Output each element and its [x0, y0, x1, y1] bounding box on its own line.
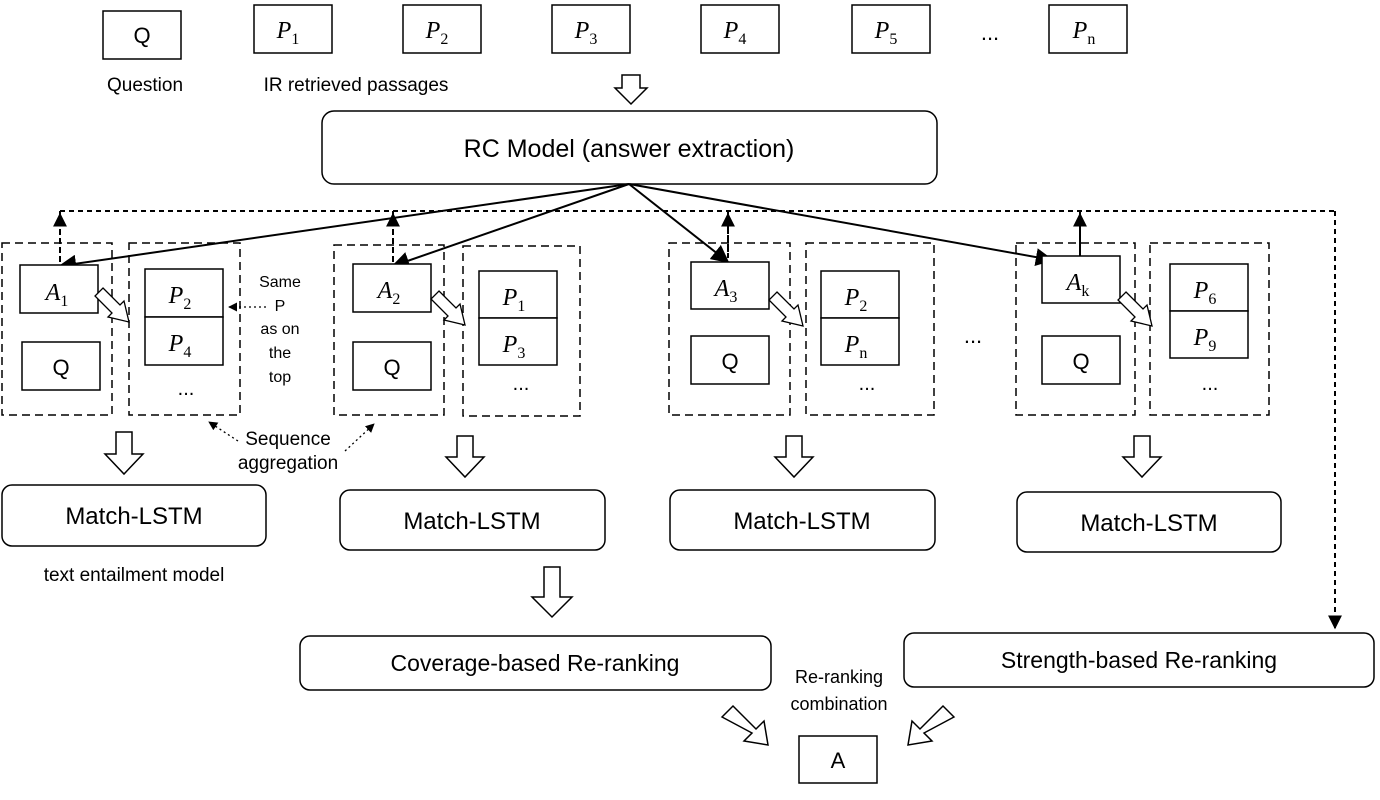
- passage-box-n: Pn: [1048, 4, 1128, 54]
- passage-box-4: P4: [700, 4, 780, 54]
- svg-text:Pn: Pn: [1072, 18, 1096, 48]
- passage-box-5: P5: [851, 4, 931, 54]
- group-k-question: Q: [1072, 349, 1089, 374]
- rc-model-box: RC Model (answer extraction): [321, 110, 938, 185]
- svg-text:aggregation: aggregation: [238, 453, 338, 474]
- svg-text:Re-ranking: Re-ranking: [795, 667, 883, 687]
- group-3-passage-2: Pn: [844, 332, 868, 362]
- group-k: Ak Q P6 P9 ...: [1015, 242, 1270, 416]
- passage-box-2: P2: [402, 4, 482, 54]
- svg-text:top: top: [269, 369, 291, 386]
- coverage-reranking-label: Coverage-based Re-ranking: [391, 650, 680, 676]
- group-k-ellipsis: ...: [1202, 373, 1219, 395]
- svg-text:Sequence: Sequence: [245, 429, 331, 450]
- group-k-passage-2: P9: [1193, 325, 1217, 355]
- answer-a2: A2: [376, 278, 401, 308]
- svg-text:Match-LSTM: Match-LSTM: [1080, 510, 1217, 537]
- group-k-passage-1: P6: [1193, 278, 1217, 308]
- group-1-passage-1: P2: [168, 283, 192, 313]
- group-1: A1 Q P2 P4 ...: [1, 242, 241, 416]
- svg-text:P4: P4: [723, 18, 747, 48]
- svg-text:P2: P2: [425, 18, 449, 48]
- group-2: A2 Q P1 P3 ...: [333, 244, 581, 417]
- same-p-annotation: Same P as on the top: [259, 274, 301, 386]
- group-2-question: Q: [383, 355, 400, 380]
- svg-text:Match-LSTM: Match-LSTM: [65, 503, 202, 530]
- answer-ak: Ak: [1065, 270, 1090, 300]
- answer-a1: A1: [44, 280, 69, 310]
- rc-to-answer-arrows: [58, 183, 1054, 273]
- group-2-passage-2: P3: [502, 332, 526, 362]
- group-3: A3 Q P2 Pn ...: [668, 242, 935, 416]
- sequence-aggregation-dotted-arrows: [208, 421, 375, 452]
- svg-text:P3: P3: [574, 18, 598, 48]
- down-arrow-to-rc-model: [613, 74, 649, 106]
- group-1-hollow-arrow: [94, 287, 130, 323]
- svg-text:the: the: [269, 345, 291, 362]
- group-3-passage-1: P2: [844, 285, 868, 315]
- down-arrow-to-coverage: [530, 566, 574, 619]
- group-3-question: Q: [721, 349, 738, 374]
- group-1-question: Q: [52, 355, 69, 380]
- groups-ellipsis: ...: [964, 323, 982, 348]
- svg-text:Match-LSTM: Match-LSTM: [733, 508, 870, 535]
- svg-text:P1: P1: [276, 18, 300, 48]
- coverage-reranking-box: Coverage-based Re-ranking: [299, 635, 772, 691]
- group-2-hollow-arrow: [430, 290, 466, 326]
- down-arrows-to-match-lstm: [103, 431, 1163, 479]
- text-entailment-caption: text entailment model: [44, 565, 225, 586]
- svg-text:P5: P5: [874, 18, 898, 48]
- group-3-ellipsis: ...: [859, 373, 876, 395]
- dashed-up-arrows: [53, 212, 1087, 262]
- final-answer-label: A: [831, 748, 846, 773]
- svg-text:P: P: [275, 298, 286, 315]
- match-lstm-2: Match-LSTM: [339, 489, 606, 551]
- match-lstm-1: Match-LSTM: [1, 484, 267, 547]
- group-2-ellipsis: ...: [513, 373, 530, 395]
- strength-reranking-box: Strength-based Re-ranking: [903, 632, 1375, 688]
- match-lstm-4: Match-LSTM: [1016, 491, 1282, 553]
- final-answer-box: A: [798, 735, 878, 784]
- svg-text:Same: Same: [259, 274, 301, 291]
- group-k-hollow-arrow: [1117, 291, 1153, 327]
- question-input: Q: [102, 10, 182, 60]
- group-3-hollow-arrow: [768, 291, 804, 327]
- svg-text:combination: combination: [790, 694, 887, 714]
- group-1-ellipsis: ...: [178, 378, 195, 400]
- rc-model-label: RC Model (answer extraction): [464, 135, 795, 163]
- strength-reranking-label: Strength-based Re-ranking: [1001, 647, 1277, 673]
- sequence-aggregation-annotation: Sequence aggregation: [238, 429, 338, 474]
- combination-arrows: [720, 704, 956, 746]
- passage-box-3: P3: [551, 4, 631, 54]
- passage-box-1: P1: [253, 4, 333, 54]
- group-2-passage-1: P1: [502, 285, 526, 315]
- svg-text:as on: as on: [260, 321, 299, 338]
- question-caption: Question: [107, 75, 183, 96]
- svg-text:Match-LSTM: Match-LSTM: [403, 508, 540, 535]
- match-lstm-3: Match-LSTM: [669, 489, 936, 551]
- passages-caption: IR retrieved passages: [264, 75, 449, 96]
- passages-ellipsis: ...: [981, 20, 999, 45]
- answer-a3: A3: [713, 276, 738, 306]
- reranking-combination-annotation: Re-ranking combination: [790, 667, 887, 714]
- group-1-passage-2: P4: [168, 331, 192, 361]
- question-box-label: Q: [133, 23, 150, 48]
